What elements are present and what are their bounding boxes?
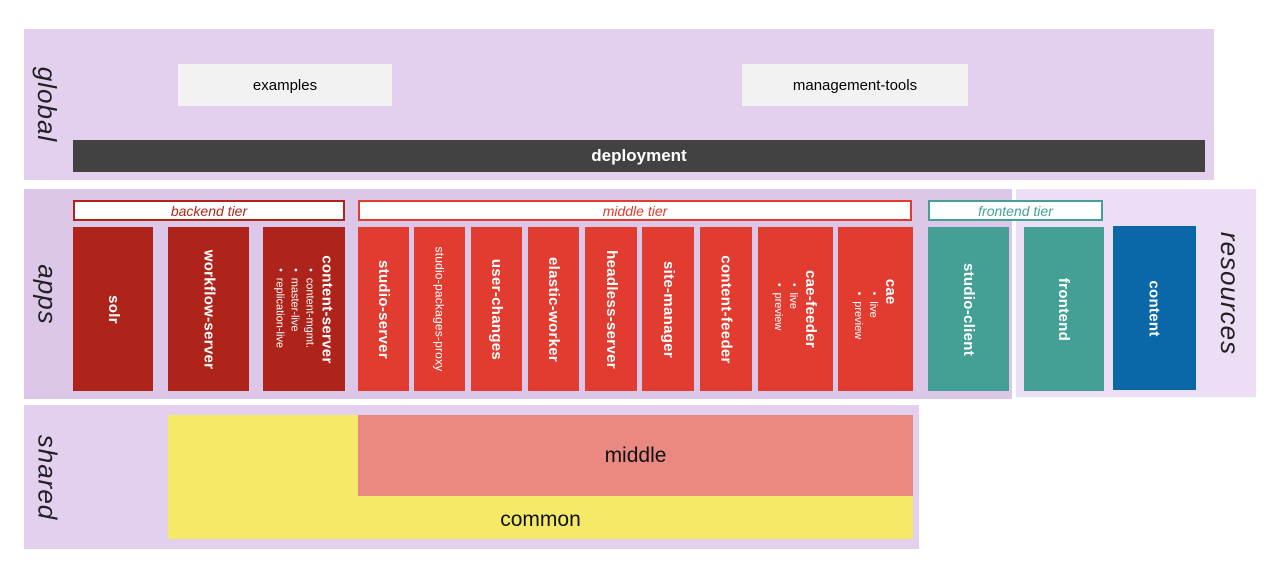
box-site-manager-label: site-manager [659, 260, 677, 358]
box-cae: cae •live •preview [838, 227, 913, 391]
box-studio-client-label: studio-client [960, 262, 978, 356]
box-cae-feeder-title: cae-feeder [802, 269, 820, 349]
box-frontend-label: frontend [1055, 277, 1073, 341]
cae-feeder-bullet-row: • live [785, 270, 800, 348]
box-content-server: content-server •content-mgmt. •master-li… [263, 227, 345, 391]
resources-band-label-zone: resources [1204, 189, 1256, 397]
cae-bullet-2: preview [852, 301, 865, 340]
deployment-label: deployment [591, 146, 687, 165]
box-content-feeder: content-feeder [700, 227, 752, 391]
frontend-tier-label: frontend tier [978, 202, 1053, 219]
cae-bullet-1: live [867, 301, 880, 318]
box-solr: solr [73, 227, 153, 391]
box-cae-feeder: cae-feeder •live •preview [758, 227, 833, 391]
box-content: content [1113, 226, 1196, 390]
content-server-bullet-row: • content-mgmt. [301, 255, 316, 363]
bullet-icon: • [773, 282, 785, 287]
global-band-label-zone: global [24, 29, 70, 180]
resources-band-label: resources [1215, 231, 1246, 355]
box-workflow-server: workflow-server [168, 227, 249, 391]
box-cae-feeder-text: cae-feeder •live •preview [771, 270, 821, 348]
bullet-icon: • [868, 291, 880, 296]
cae-bullet-row: • preview [851, 279, 866, 339]
examples-box: examples [178, 64, 392, 106]
apps-band-label: apps [32, 263, 63, 325]
cae-feeder-bullet-2: preview [772, 292, 785, 331]
box-solr-label: solr [104, 294, 122, 324]
resources-band: resources frontend content [1016, 189, 1256, 397]
deployment-bar: deployment [73, 140, 1205, 172]
apps-band: apps backend tier middle tier frontend t… [24, 189, 1103, 399]
middle-label: middle [604, 443, 667, 467]
box-studio-packages-proxy-label: studio-packages-proxy [432, 246, 447, 372]
management-tools-label: management-tools [792, 76, 918, 94]
bullet-icon: • [274, 267, 286, 272]
box-studio-server-label: studio-server [375, 259, 392, 359]
global-band-label: global [32, 66, 63, 143]
box-user-changes: user-changes [471, 227, 522, 391]
bullet-icon: • [788, 282, 800, 287]
common-label: common [500, 508, 581, 531]
backend-tier-label: backend tier [170, 202, 248, 219]
cae-feeder-bullet-row: • preview [771, 270, 786, 348]
apps-band-label-zone: apps [24, 189, 70, 399]
global-band: global examples management-tools deploym… [24, 29, 1214, 180]
box-studio-packages-proxy: studio-packages-proxy [414, 227, 465, 391]
bullet-icon: • [289, 267, 301, 272]
box-site-manager: site-manager [642, 227, 694, 391]
box-user-changes-label: user-changes [488, 258, 506, 360]
frontend-tier-header: frontend tier [928, 200, 1103, 221]
shared-band: shared common middle [24, 405, 919, 549]
box-elastic-worker: elastic-worker [528, 227, 579, 391]
content-server-bullet-1: content-mgmt. [303, 277, 316, 348]
bullet-icon: • [853, 291, 865, 296]
box-elastic-worker-label: elastic-worker [545, 256, 562, 362]
box-headless-server: headless-server [585, 227, 637, 391]
cae-feeder-bullet-1: live [787, 292, 800, 310]
box-content-feeder-label: content-feeder [717, 254, 735, 364]
box-headless-server-label: headless-server [602, 249, 620, 369]
management-tools-box: management-tools [742, 64, 968, 106]
shared-band-label: shared [32, 434, 63, 520]
middle-box: middle [358, 415, 913, 496]
examples-label: examples [252, 76, 318, 94]
middle-tier-header: middle tier [358, 200, 912, 221]
shared-band-label-zone: shared [24, 405, 70, 549]
content-server-bullet-3: replication-live [273, 277, 286, 348]
box-cae-text: cae •live •preview [851, 279, 901, 339]
content-server-bullet-row: • master-live [286, 255, 301, 363]
bullet-icon: • [304, 267, 316, 272]
backend-tier-header: backend tier [73, 200, 345, 221]
middle-tier-label: middle tier [602, 202, 668, 219]
content-server-bullet-2: master-live [288, 277, 301, 332]
box-workflow-server-label: workflow-server [200, 249, 218, 369]
content-server-bullet-row: • replication-live [272, 255, 287, 363]
box-cae-title: cae [882, 278, 900, 305]
box-content-server-text: content-server •content-mgmt. •master-li… [272, 255, 337, 363]
box-studio-server: studio-server [358, 227, 409, 391]
box-content-label: content [1145, 279, 1163, 337]
box-frontend: frontend [1024, 227, 1104, 391]
cae-bullet-row: • live [865, 279, 880, 339]
box-studio-client: studio-client [928, 227, 1009, 391]
box-content-server-title: content-server [318, 254, 336, 364]
